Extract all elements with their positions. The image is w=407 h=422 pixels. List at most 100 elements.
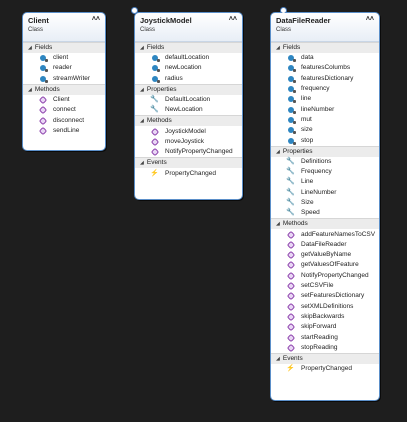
collapse-section-icon[interactable]: ◢ (140, 118, 144, 125)
member-method[interactable]: JoystickModel (135, 126, 242, 136)
field-icon (150, 75, 160, 83)
member-field[interactable]: defaultLocation (135, 53, 242, 63)
field-icon (38, 65, 48, 73)
member-method[interactable]: setFeaturesDictionary (271, 291, 379, 301)
field-icon (150, 55, 160, 63)
method-icon (286, 261, 295, 270)
collapse-section-icon[interactable]: ◢ (140, 160, 144, 167)
class-header[interactable]: DataFileReader Class ˄˄ (271, 13, 379, 42)
member-field[interactable]: mut (271, 115, 379, 125)
member-method[interactable]: startReading (271, 332, 379, 342)
member-method[interactable]: setCSVFile (271, 281, 379, 291)
member-field[interactable]: streamWriter (23, 74, 105, 84)
class-joystickmodel[interactable]: JoystickModel Class ˄˄ ◢Fields defaultLo… (131, 7, 243, 200)
member-field[interactable]: newLocation (135, 63, 242, 73)
method-icon (286, 323, 295, 332)
member-property[interactable]: 🔧Definitions (286, 157, 332, 165)
member-event[interactable]: ⚡PropertyChanged (286, 365, 352, 373)
member-method[interactable]: NotifyPropertyChanged (135, 147, 242, 157)
method-icon (150, 127, 159, 136)
connector-handle[interactable] (131, 7, 138, 14)
member-method[interactable]: addFeatureNamesToCSV (271, 229, 379, 239)
section-methods[interactable]: ◢Methods (135, 115, 242, 127)
collapse-section-icon[interactable]: ◢ (276, 148, 280, 155)
property-icon: 🔧 (286, 199, 295, 206)
field-icon (286, 86, 296, 94)
member-property[interactable]: 🔧Size (286, 199, 314, 206)
field-icon (286, 106, 296, 114)
collapse-section-icon[interactable]: ◢ (140, 86, 144, 93)
section-fields[interactable]: ◢Fields (271, 42, 379, 53)
field-icon (286, 96, 296, 104)
collapse-icon[interactable]: ˄˄ (228, 16, 237, 23)
member-field[interactable]: lineNumber (271, 104, 379, 114)
collapse-icon[interactable]: ˄˄ (91, 16, 100, 23)
member-method[interactable]: getValueByName (271, 250, 379, 260)
member-method[interactable]: moveJoystick (135, 137, 242, 147)
member-field[interactable]: reader (23, 63, 105, 73)
method-icon (286, 343, 295, 353)
member-field[interactable]: featuresColumbs (271, 63, 379, 73)
section-fields[interactable]: ◢Fields (23, 42, 105, 53)
member-method[interactable]: connect (23, 105, 105, 115)
member-method[interactable]: NotifyPropertyChanged (271, 271, 379, 281)
property-icon: 🔧 (286, 168, 295, 176)
member-property[interactable]: 🔧Speed (286, 209, 320, 217)
collapse-section-icon[interactable]: ◢ (276, 221, 280, 228)
member-field[interactable]: data (271, 53, 379, 63)
member-field[interactable]: featuresDictionary (271, 74, 379, 84)
member-method[interactable]: disconnect (23, 115, 105, 125)
member-field[interactable]: frequency (271, 84, 379, 94)
section-events[interactable]: ◢Events (135, 157, 242, 169)
method-icon (38, 126, 47, 136)
member-property[interactable]: 🔧DefaultLocation (150, 96, 211, 104)
class-header[interactable]: JoystickModel Class ˄˄ (135, 13, 242, 42)
field-icon (286, 127, 296, 135)
member-event[interactable]: ⚡PropertyChanged (150, 169, 216, 177)
method-icon (150, 137, 159, 147)
member-method[interactable]: stopReading (271, 343, 379, 353)
member-field[interactable]: radius (135, 74, 242, 84)
class-kind: Class (140, 27, 156, 33)
member-field[interactable]: size (271, 125, 379, 135)
member-method[interactable]: sendLine (23, 126, 105, 136)
property-icon: 🔧 (150, 106, 159, 114)
class-header[interactable]: Client Class ˄˄ (23, 13, 105, 42)
member-method[interactable]: setXMLDefinitions (271, 302, 379, 312)
method-icon (286, 230, 295, 239)
class-kind: Class (28, 27, 44, 33)
field-icon (150, 65, 160, 73)
member-property[interactable]: 🔧LineNumber (286, 188, 337, 196)
collapse-section-icon[interactable]: ◢ (276, 356, 280, 363)
section-properties[interactable]: ◢Properties (135, 83, 242, 95)
class-client[interactable]: Client Class ˄˄ ◢Fields client reader st… (22, 12, 106, 151)
collapse-section-icon[interactable]: ◢ (140, 45, 144, 51)
collapse-icon[interactable]: ˄˄ (365, 16, 374, 23)
collapse-section-icon[interactable]: ◢ (28, 45, 32, 51)
method-icon (286, 240, 295, 250)
property-icon: 🔧 (286, 188, 295, 196)
section-properties[interactable]: ◢Properties (271, 145, 379, 157)
member-property[interactable]: 🔧NewLocation (150, 106, 203, 114)
method-icon (150, 147, 159, 157)
member-field[interactable]: line (271, 94, 379, 104)
section-events[interactable]: ◢Events (271, 353, 379, 365)
member-method[interactable]: skipBackwards (271, 312, 379, 322)
section-methods[interactable]: ◢Methods (271, 218, 379, 230)
member-method[interactable]: DataFileReader (271, 240, 379, 250)
event-icon: ⚡ (286, 365, 295, 373)
method-icon (286, 333, 295, 342)
member-field[interactable]: stop (271, 135, 379, 145)
section-methods[interactable]: ◢Methods (23, 83, 105, 95)
member-field[interactable]: client (23, 53, 105, 63)
member-property[interactable]: 🔧Line (286, 178, 314, 186)
member-method[interactable]: skipForward (271, 322, 379, 332)
method-icon (286, 281, 295, 291)
class-datafilereader[interactable]: DataFileReader Class ˄˄ ◢Fields data fea… (270, 7, 380, 401)
collapse-section-icon[interactable]: ◢ (276, 45, 280, 51)
member-property[interactable]: 🔧Frequency (286, 168, 332, 176)
section-fields[interactable]: ◢Fields (135, 42, 242, 53)
collapse-section-icon[interactable]: ◢ (28, 86, 32, 93)
member-method[interactable]: getValuesOfFeature (271, 260, 379, 270)
member-method[interactable]: Client (23, 95, 105, 105)
